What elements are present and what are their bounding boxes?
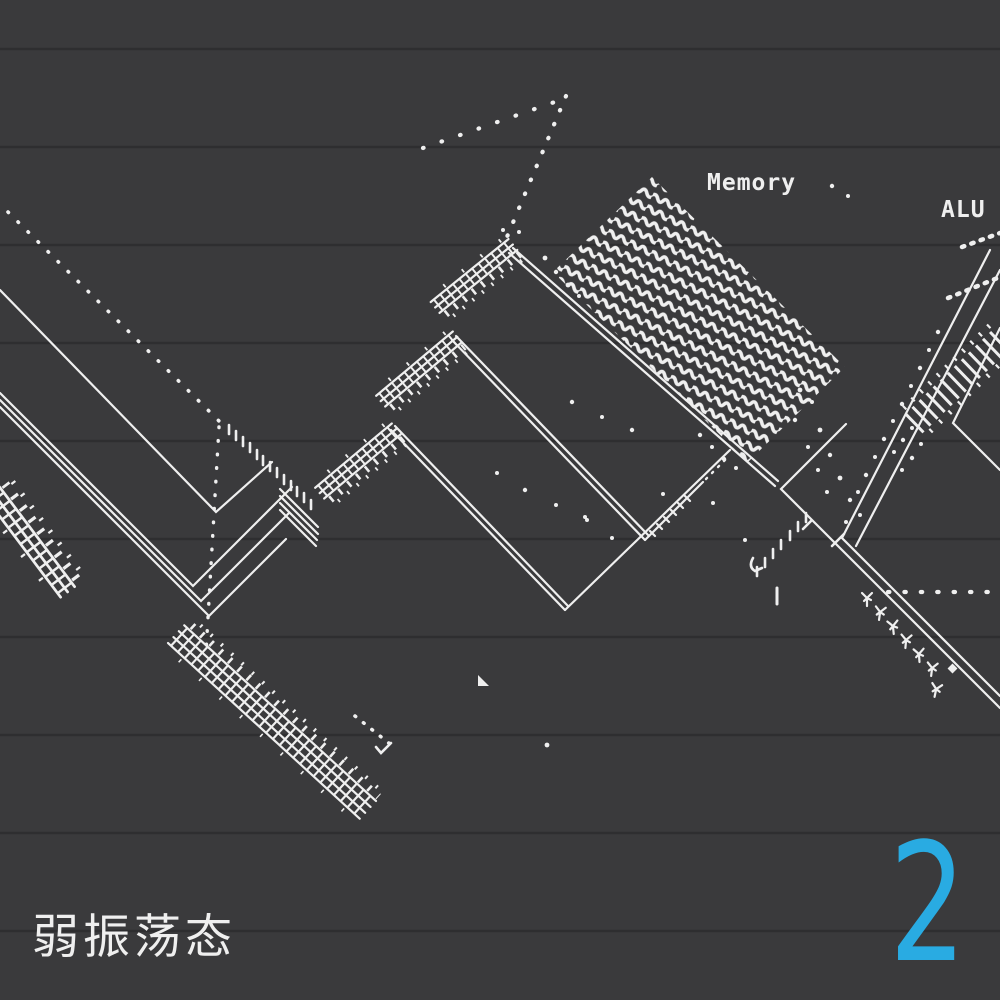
small-marks [353,675,489,755]
debris-dots [495,183,941,748]
left-comb-ticks [227,423,313,511]
caption-text: 弱振荡态 [32,910,236,965]
memory-label: Memory [707,170,796,196]
memory-array [553,177,845,462]
left-bus-lines [0,210,320,654]
center-diamond [563,448,732,612]
top-dotted-lines [420,93,572,247]
alu-label: ALU [941,197,986,223]
bottom-hatched-bar [165,617,384,822]
page-number: 2 [888,808,966,999]
alu-hatched-bar [902,230,1000,434]
scanlines [0,47,1000,933]
right-datapath [749,248,1000,710]
